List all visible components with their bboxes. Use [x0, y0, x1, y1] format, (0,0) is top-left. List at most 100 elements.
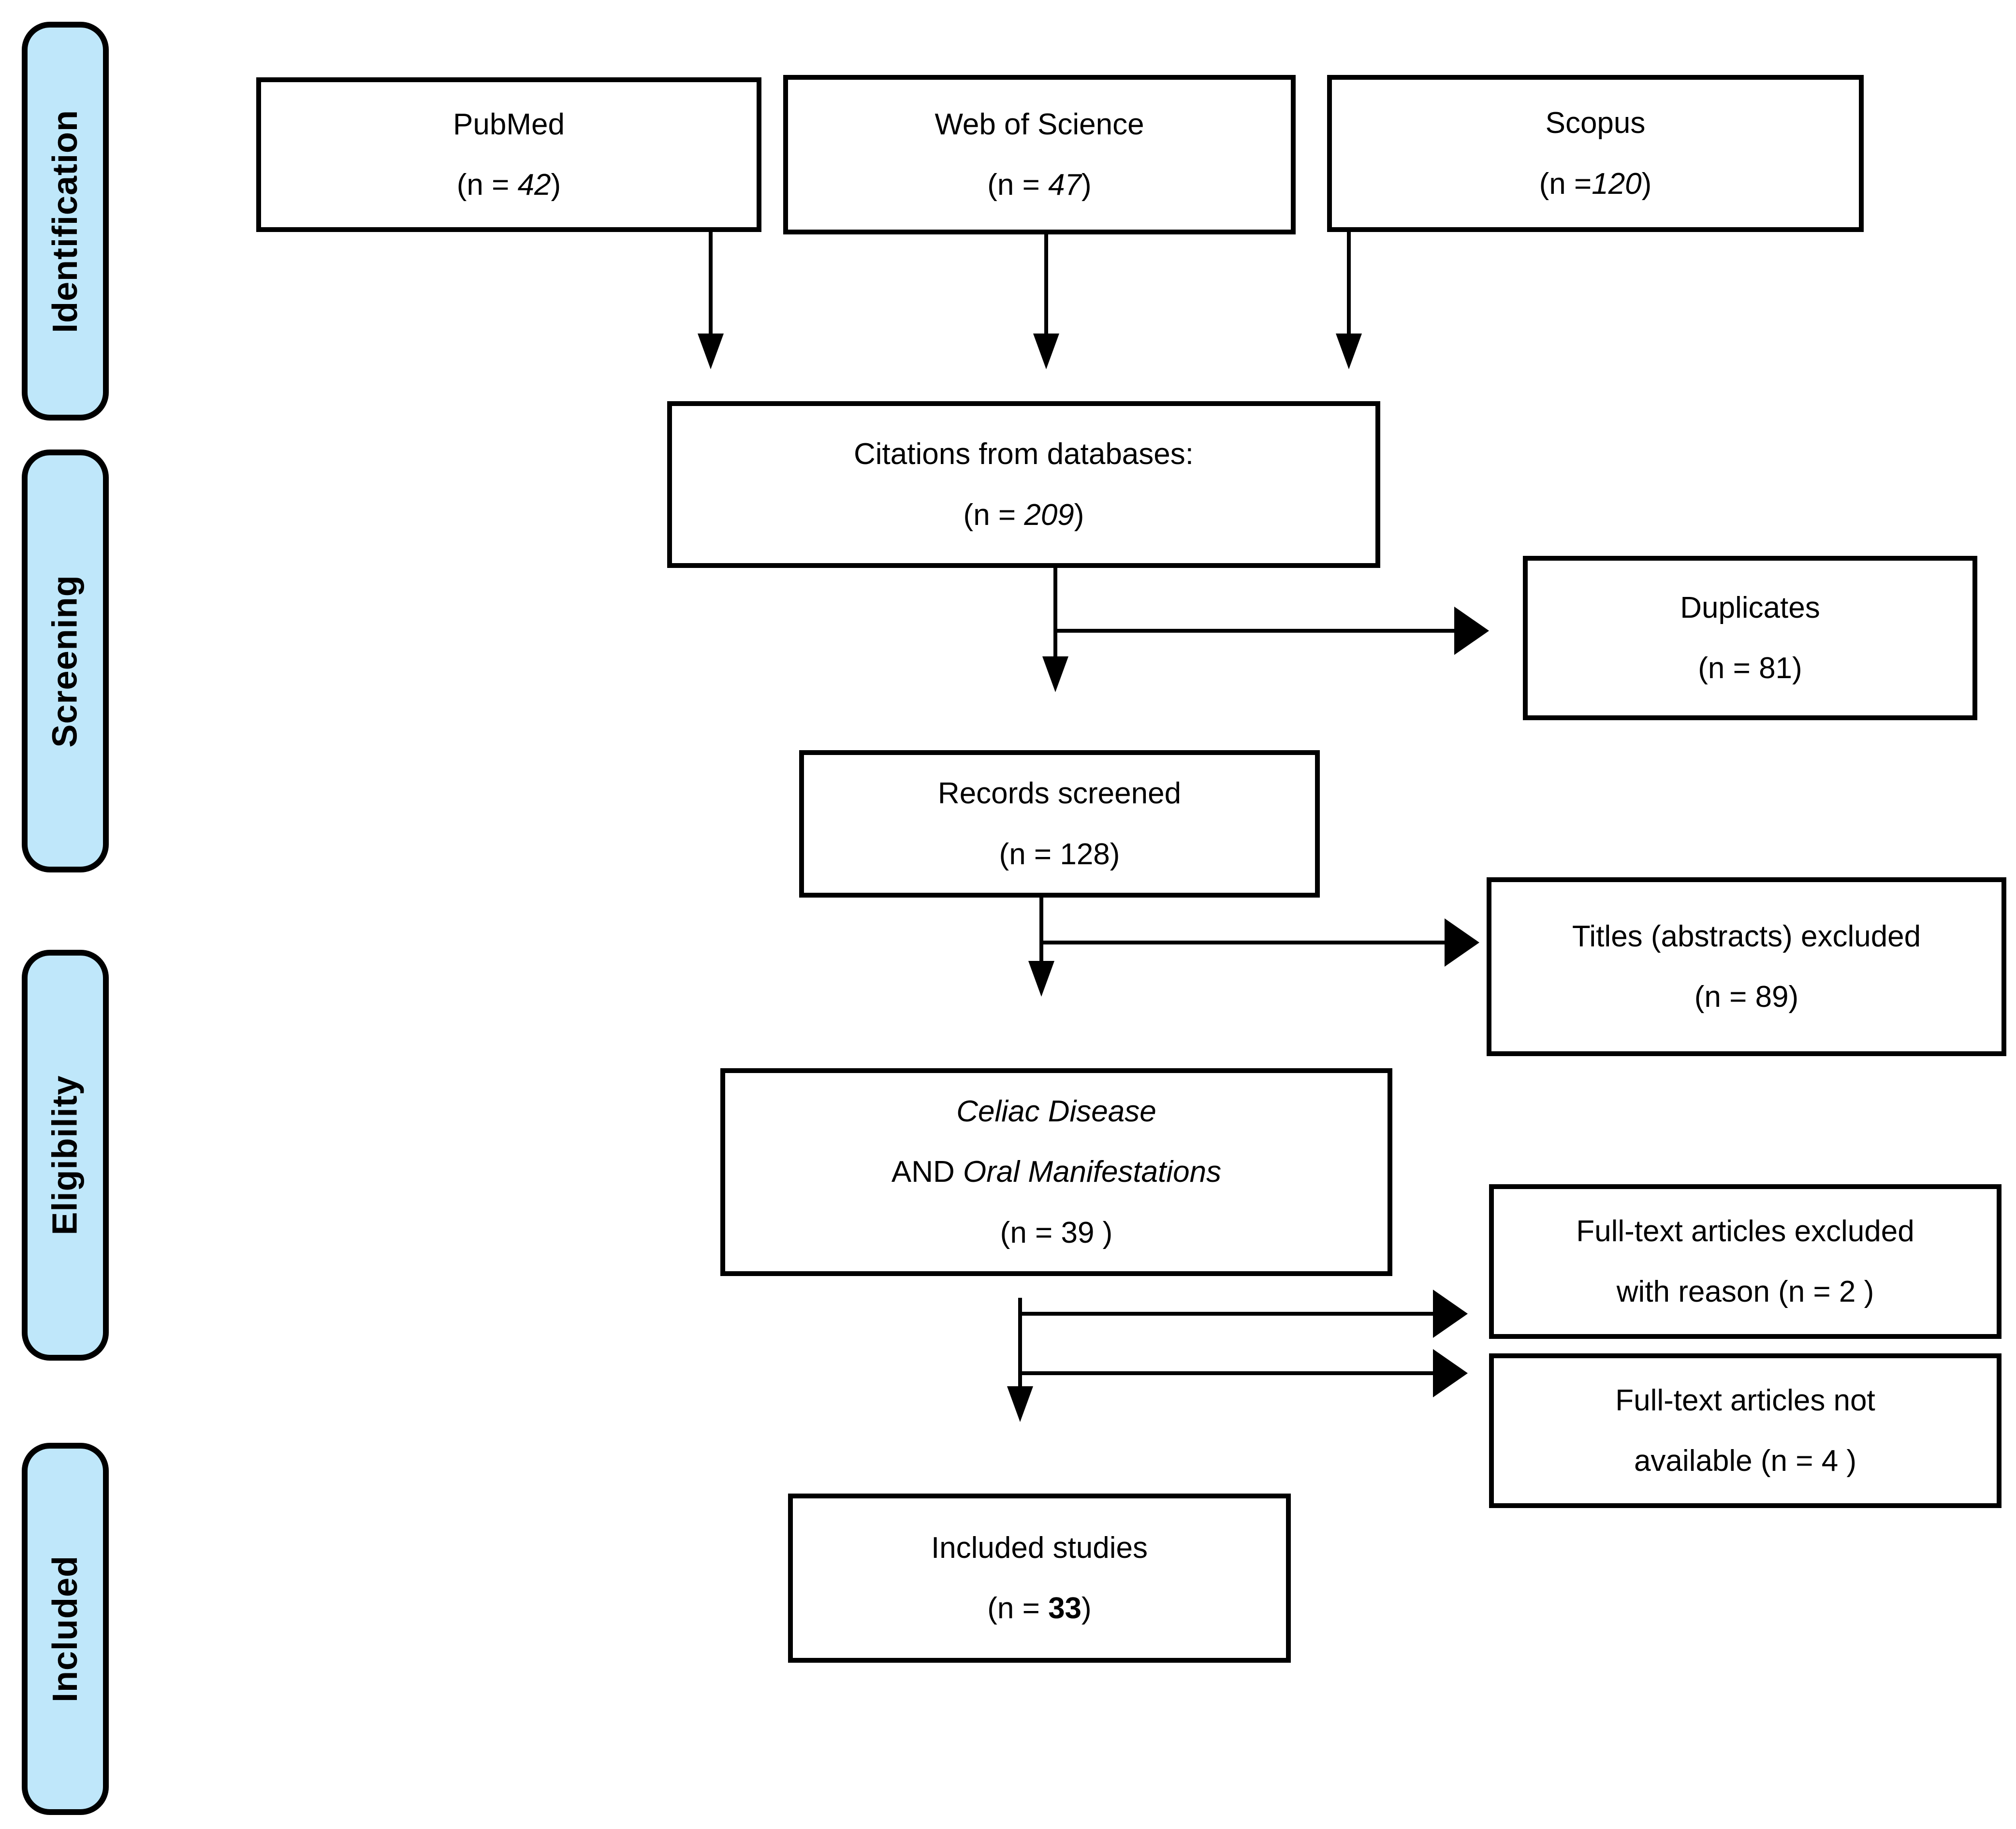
count-value: 81 [1759, 652, 1793, 685]
sidebar-stage-label: Identification [46, 109, 85, 333]
box-title-text: Included studies [931, 1531, 1148, 1565]
count-suffix: ) [1081, 168, 1092, 202]
box-line1: Full-text articles not [1615, 1370, 1875, 1431]
box-line2: available (n = 4 ) [1634, 1431, 1856, 1491]
count-prefix: (n = [963, 498, 1024, 532]
sidebar-stage-label: Screening [46, 574, 85, 748]
box-line2-italic: Oral Manifestations [963, 1155, 1222, 1189]
count-prefix: (n = [999, 837, 1060, 871]
count-prefix: (n = [1698, 652, 1759, 685]
box-included-studies: Included studies (n = 33) [788, 1494, 1291, 1663]
arrow-celiac-to-fulltext-na-line [1018, 1371, 1434, 1375]
count-suffix: ) [1110, 837, 1120, 871]
box-celiac-oral: Celiac Disease AND Oral Manifestations (… [720, 1068, 1392, 1276]
count-value: 209 [1024, 498, 1074, 532]
box-count: (n = 39 ) [1000, 1203, 1113, 1263]
arrow-wos-to-citations-head [1033, 334, 1059, 369]
box-title: Scopus [1546, 93, 1646, 153]
count-suffix: ) [1094, 1216, 1113, 1249]
box-pubmed: PubMed (n = 42) [256, 77, 761, 232]
count-suffix: ) [1641, 167, 1652, 201]
count-value: 47 [1048, 168, 1082, 202]
arrow-citations-to-duplicates-line [1053, 629, 1455, 633]
count-value: 42 [517, 168, 551, 202]
count-suffix: ) [1838, 1444, 1857, 1478]
box-title: Web of Science [935, 94, 1144, 155]
arrow-records-to-celiac-head [1028, 961, 1054, 997]
box-title-text: Titles (abstracts) excluded [1572, 919, 1921, 953]
sidebar-stage-label: Included [46, 1555, 85, 1703]
arrow-citations-to-records-line [1053, 568, 1057, 657]
count-value: 89 [1755, 980, 1789, 1014]
count-suffix: ) [1081, 1592, 1092, 1625]
box-count: (n = 89) [1695, 967, 1798, 1027]
sidebar-stage-identification: Identification [22, 22, 109, 421]
arrow-celiac-to-fulltext-excluded-line [1018, 1312, 1434, 1316]
box-count: (n = 128) [999, 824, 1120, 885]
box-title-text: Records screened [937, 777, 1182, 811]
box-title: Citations from databases: [854, 424, 1194, 484]
arrow-records-to-titles-head [1445, 918, 1479, 967]
arrow-citations-to-records-head [1042, 656, 1068, 692]
count-prefix: (n = [987, 168, 1049, 202]
count-prefix: (n = [1539, 167, 1592, 201]
box-count: (n = 42) [457, 155, 561, 215]
box-title-text: PubMed [453, 107, 565, 141]
count-value: 2 [1839, 1275, 1856, 1308]
box-line2: AND Oral Manifestations [891, 1142, 1221, 1202]
box-line1: Full-text articles excluded [1576, 1201, 1914, 1262]
box-count: (n = 33) [987, 1578, 1091, 1639]
box-count: (n = 209) [964, 485, 1084, 545]
box-scopus: Scopus (n =120) [1327, 75, 1864, 232]
box-title-text: Scopus [1545, 106, 1646, 140]
box-titles-excluded: Titles (abstracts) excluded (n = 89) [1487, 877, 2006, 1056]
box-title: Records screened [938, 763, 1181, 824]
box-title: Included studies [931, 1518, 1148, 1578]
sidebar-stage-eligibility: Eligibility [22, 950, 109, 1361]
count-suffix: ) [1074, 498, 1084, 532]
count-suffix: ) [1855, 1275, 1874, 1308]
count-suffix: ) [551, 168, 561, 202]
count-prefix: (n = [1778, 1275, 1839, 1308]
box-title-text: Duplicates [1680, 591, 1820, 624]
arrow-pubmed-to-citations-head [698, 334, 724, 369]
count-prefix: (n = [1760, 1444, 1822, 1478]
box-duplicates: Duplicates (n = 81) [1523, 556, 1977, 720]
arrow-records-to-celiac-line [1039, 898, 1043, 962]
box-title-text: Web of Science [935, 107, 1144, 141]
box-fulltext-excluded: Full-text articles excluded with reason … [1489, 1184, 2001, 1339]
box-citations: Citations from databases: (n = 209) [667, 401, 1380, 568]
box-count: (n = 81) [1698, 638, 1802, 698]
arrow-records-to-titles-line [1039, 941, 1446, 944]
box-title: PubMed [453, 94, 565, 155]
arrow-celiac-to-fulltext-excluded-head [1433, 1290, 1468, 1338]
arrow-scopus-to-citations-head [1336, 334, 1362, 369]
count-value: 39 [1061, 1216, 1095, 1249]
arrow-celiac-to-included-line [1018, 1298, 1022, 1387]
count-value: 4 [1821, 1444, 1839, 1478]
count-value: 33 [1048, 1592, 1082, 1625]
arrow-celiac-to-fulltext-na-head [1433, 1349, 1468, 1397]
box-line1-text: Full-text articles not [1615, 1383, 1875, 1417]
count-prefix: (n = [456, 168, 518, 202]
box-line2-text: available [1634, 1444, 1761, 1478]
box-line2: with reason (n = 2 ) [1617, 1262, 1874, 1322]
arrow-citations-to-duplicates-head [1454, 607, 1489, 655]
count-suffix: ) [1788, 980, 1799, 1014]
arrow-celiac-to-included-head [1007, 1386, 1033, 1422]
box-line1-text: Celiac Disease [956, 1095, 1156, 1129]
box-line2-text: with reason [1616, 1275, 1779, 1308]
count-value: 120 [1592, 167, 1642, 201]
box-title: Titles (abstracts) excluded [1572, 906, 1921, 967]
count-suffix: ) [1792, 652, 1802, 685]
arrow-wos-to-citations-line [1044, 234, 1048, 334]
box-title-text: Citations from databases: [853, 437, 1194, 471]
count-prefix: (n = [1000, 1216, 1061, 1249]
arrow-pubmed-to-citations-line [709, 232, 713, 334]
sidebar-stage-included: Included [22, 1443, 109, 1815]
box-web-of-science: Web of Science (n = 47) [783, 75, 1296, 234]
box-line1: Celiac Disease [956, 1081, 1156, 1142]
arrow-scopus-to-citations-line [1347, 232, 1351, 334]
box-line2-prefix: AND [891, 1155, 963, 1189]
